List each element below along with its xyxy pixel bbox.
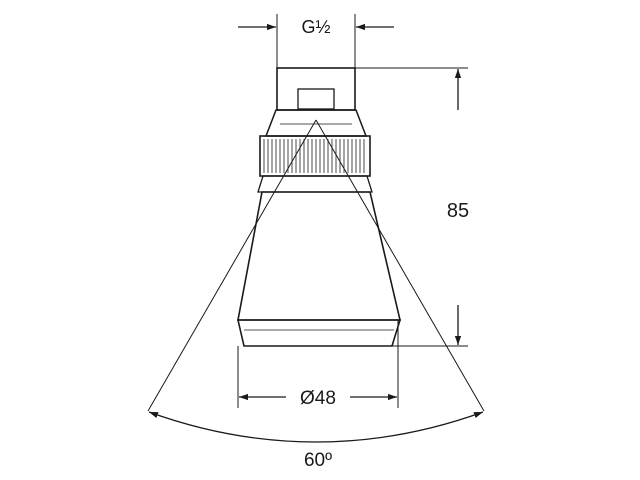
thread-dimension	[238, 14, 394, 68]
spray-cone-lines	[147, 119, 485, 412]
angle-label: 60º	[304, 450, 332, 471]
angle-dimension	[148, 411, 484, 443]
diameter-dimension	[237, 320, 399, 408]
diameter-label: Ø48	[300, 388, 336, 409]
height-dimension	[355, 67, 468, 347]
thread-label: G½	[301, 17, 330, 37]
height-label: 85	[447, 200, 469, 222]
knurl-pattern	[263, 139, 365, 173]
shower-head-body	[236, 67, 402, 347]
